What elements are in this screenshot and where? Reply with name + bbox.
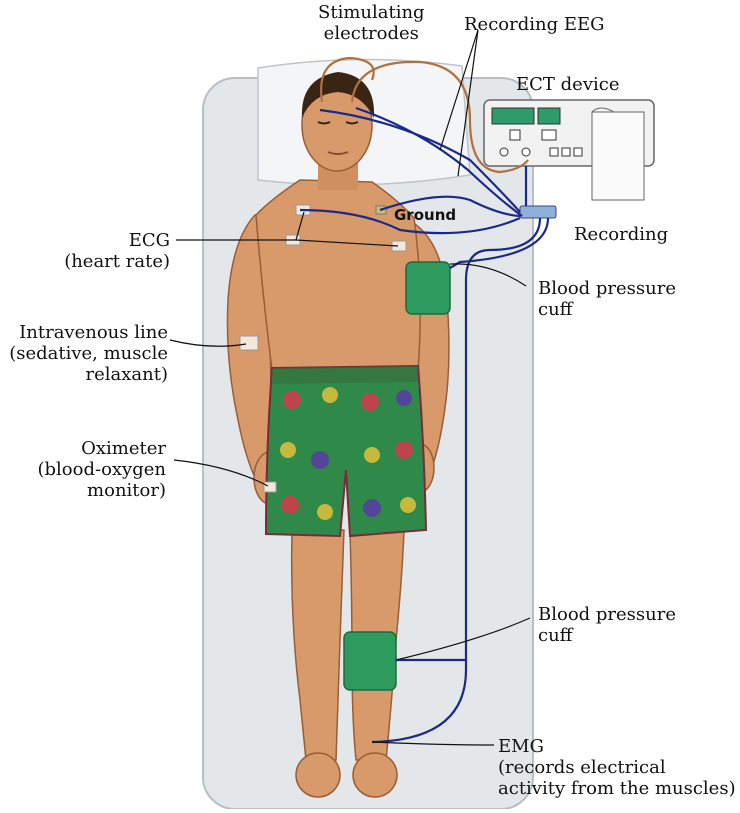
brown-wires bbox=[320, 56, 529, 174]
iv-line-line3: relaxant) bbox=[85, 364, 168, 385]
arm-bp-cuff bbox=[405, 261, 451, 315]
stimulating-electrodes-line2: electrodes bbox=[323, 23, 419, 44]
iv-line-line2: (sedative, muscle bbox=[9, 343, 168, 364]
leg-bp-cuff bbox=[343, 631, 397, 691]
ground-label: Ground bbox=[394, 206, 457, 224]
oximeter-label: Oximeter (blood-oxygen monitor) bbox=[0, 438, 166, 501]
recording-eeg-label: Recording EEG bbox=[464, 14, 605, 35]
hair bbox=[301, 72, 375, 118]
emg-line1: EMG bbox=[498, 736, 544, 757]
ecg-line2: (heart rate) bbox=[64, 251, 170, 272]
mouth bbox=[327, 151, 349, 155]
ect-device bbox=[483, 99, 655, 201]
oximeter-pad bbox=[263, 481, 277, 493]
oximeter-line3: monitor) bbox=[87, 480, 166, 501]
stimulating-electrodes-label: Stimulating electrodes bbox=[318, 2, 425, 44]
ect-device-label: ECT device bbox=[516, 74, 620, 95]
ecg-line1: ECG bbox=[128, 230, 170, 251]
bp-cuff-arm-line1: Blood pressure bbox=[538, 278, 677, 299]
left-leg bbox=[290, 529, 345, 761]
bp-cuff-leg-label: Blood pressure cuff bbox=[538, 604, 676, 646]
stimulating-electrodes-line1: Stimulating bbox=[318, 2, 425, 23]
oximeter-line1: Oximeter bbox=[81, 438, 166, 459]
ecg-label: ECG (heart rate) bbox=[40, 230, 170, 272]
bp-cuff-leg-line1: Blood pressure bbox=[538, 604, 677, 625]
iv-line-line1: Intravenous line bbox=[19, 322, 168, 343]
bp-cuff-arm-line2: cuff bbox=[538, 299, 573, 320]
iv-pad bbox=[239, 335, 259, 351]
left-foot bbox=[295, 752, 341, 798]
blue-wires bbox=[299, 106, 550, 744]
recording-label: Recording bbox=[574, 224, 669, 245]
bp-cuff-arm-label: Blood pressure cuff bbox=[538, 278, 676, 320]
eyes bbox=[317, 121, 359, 125]
bp-cuff-leg-line2: cuff bbox=[538, 625, 573, 646]
recording-box bbox=[519, 205, 557, 219]
emg-line2: (records electrical bbox=[498, 757, 666, 778]
leader-lines bbox=[169, 29, 531, 746]
iv-line-label: Intravenous line (sedative, muscle relax… bbox=[0, 322, 168, 385]
shorts bbox=[264, 364, 428, 538]
emg-label: EMG (records electrical activity from th… bbox=[498, 736, 736, 799]
shorts-pattern bbox=[280, 387, 416, 520]
oximeter-line2: (blood-oxygen bbox=[37, 459, 166, 480]
emg-line3: activity from the muscles) bbox=[498, 778, 736, 799]
right-foot bbox=[352, 752, 398, 798]
